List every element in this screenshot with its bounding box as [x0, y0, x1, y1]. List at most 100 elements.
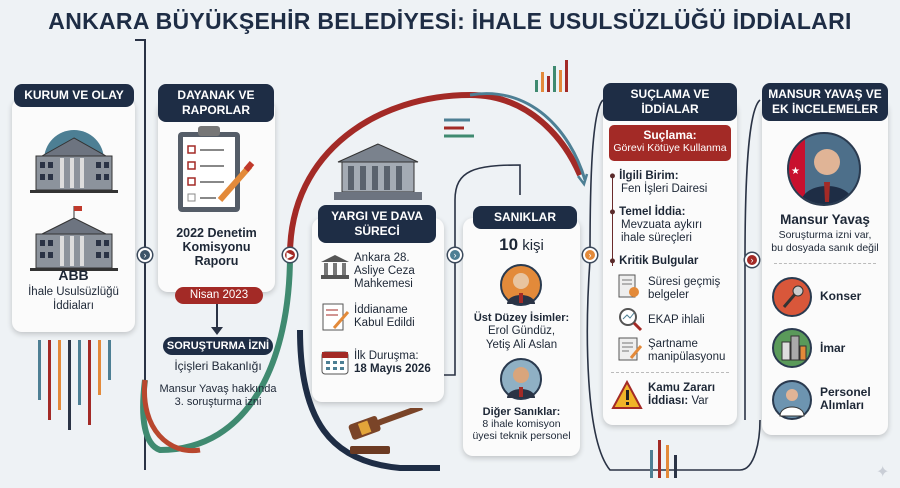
mansur-yavas-portrait: ★ [787, 132, 861, 206]
topic-label: Konser [820, 289, 862, 303]
damage-label: Kamu Zararı [648, 382, 716, 394]
permit-by: İçişleri Bakanlığı [174, 359, 262, 373]
findings-label: Kritik Bulgular [619, 255, 699, 267]
svg-text:★: ★ [791, 166, 800, 177]
dayanak-card: 2022 Denetim Komisyonu Raporu [158, 100, 275, 292]
text-line: Alımları [820, 398, 865, 412]
hearing-date: 18 Mayıs 2026 [354, 363, 431, 375]
municipal-building-icon [30, 130, 118, 271]
arrow-down-icon [211, 327, 223, 335]
mansur-card: ★ Mansur Yavaş Soruşturma izni var, bu d… [762, 100, 888, 435]
court-icon [321, 255, 349, 279]
unit-item: ● İlgili Birim:Fen İşleri Dairesi [609, 170, 708, 195]
charge-box: Suçlama: Görevi Kötüye Kullanma [609, 125, 731, 161]
person-icon [507, 367, 535, 398]
unit-label: İlgili Birim: [619, 170, 679, 182]
text-line: manipülasyonu [648, 351, 726, 363]
claim-label: Temel İddia: [619, 206, 686, 218]
other-defendant-avatar [500, 358, 542, 400]
charge-value: Görevi Kötüye Kullanma [613, 142, 727, 154]
damage-label: İddiası: [648, 395, 689, 407]
defendant-count: 10 kişi [463, 236, 580, 255]
other-label: Diğer Sanıklar: [482, 406, 561, 418]
suclama-card: Suçlama: Görevi Kötüye Kullanma ● İlgili… [603, 100, 737, 425]
kurum-name: ABB [58, 267, 89, 283]
text-line: Personel [820, 385, 871, 399]
indictment-document-icon [322, 303, 350, 331]
gavel-icon [348, 408, 423, 454]
permit-desc: Mansur Yavaş hakkında [159, 383, 277, 395]
header-line: YARGI VE DAVA [331, 209, 423, 223]
damage-value: Var [691, 395, 709, 407]
text-line: Ankara 28. [354, 252, 410, 264]
text-line: Asliye Ceza [354, 265, 415, 277]
mansur-name: Mansur Yavaş [780, 212, 870, 227]
unit-value: Fen İşleri Dairesi [621, 183, 708, 195]
code-lines-icon [444, 118, 474, 138]
senior-label: Üst Düzey İsimler: [473, 312, 570, 324]
count-value: 10 [499, 235, 519, 254]
text-line: Süresi geçmiş [648, 276, 721, 288]
flow-node-next[interactable]: › [138, 248, 152, 262]
claim-value: ihale süreçleri [621, 232, 692, 244]
personnel-icon [772, 380, 812, 420]
section-header-kurum: KURUM VE OLAY [14, 84, 134, 107]
specification-document-icon [618, 337, 643, 361]
count-unit: kişi [522, 237, 544, 254]
text-line: Şartname [648, 338, 698, 350]
kurum-desc: İhale Usulsüzlüğü [28, 286, 119, 298]
divider [774, 263, 876, 264]
person-portrait-icon: ★ [789, 134, 853, 204]
charge-label: Suçlama: [643, 128, 697, 142]
finding: EKAP ihlali [648, 314, 705, 326]
expired-certificate-icon [618, 274, 639, 298]
header-line: SÜRECİ [354, 224, 400, 238]
flow-node-next[interactable]: › [448, 248, 462, 262]
flow-node-play[interactable]: ▶ [283, 248, 297, 262]
other-desc: 8 ihale komisyon [482, 418, 561, 430]
section-header-saniklar: SANIKLAR [473, 206, 577, 229]
divider [611, 372, 729, 373]
header-line: EK İNCELEMELER [771, 102, 878, 116]
mansur-status: bu dosyada sanık değil [771, 242, 879, 254]
senior-names: Erol Gündüz, [487, 325, 556, 337]
sparkle-watermark-icon: ✦ [876, 464, 890, 481]
mansur-status: Soruşturma izni var, [778, 229, 872, 241]
text-line: belgeler [648, 289, 689, 301]
first-hearing: İlk Duruşma:18 Mayıs 2026 [354, 350, 431, 376]
zoning-buildings-icon [772, 328, 812, 368]
header-line: DAYANAK VE [177, 88, 255, 102]
warning-icon [611, 380, 643, 409]
courthouse-icon [334, 143, 422, 200]
kurum-card: ABB İhale Usulsüzlüğü İddiaları [12, 98, 135, 332]
senior-names: Yetiş Ali Aslan [485, 339, 558, 351]
report-title: Raporu [194, 254, 239, 268]
concert-icon [772, 277, 812, 317]
clipboard-checklist-icon [178, 126, 255, 212]
text-line: İddianame [354, 304, 408, 316]
report-title: 2022 Denetim [176, 226, 257, 240]
header-line: SUÇLAMA VE [630, 87, 710, 101]
header-line: İDDİALAR [641, 102, 699, 116]
flow-node-next[interactable]: › [745, 253, 759, 267]
permit-desc: 3. soruşturma izni [174, 396, 262, 408]
other-desc: üyesi teknik personel [472, 430, 571, 442]
topic-label: İmar [820, 341, 846, 355]
flow-node-next[interactable]: › [583, 248, 597, 262]
arrow-down [216, 304, 218, 330]
magnifier-chart-icon [619, 308, 643, 332]
text-line: İlk Duruşma: [354, 350, 419, 362]
report-date-badge: Nisan 2023 [175, 287, 263, 304]
